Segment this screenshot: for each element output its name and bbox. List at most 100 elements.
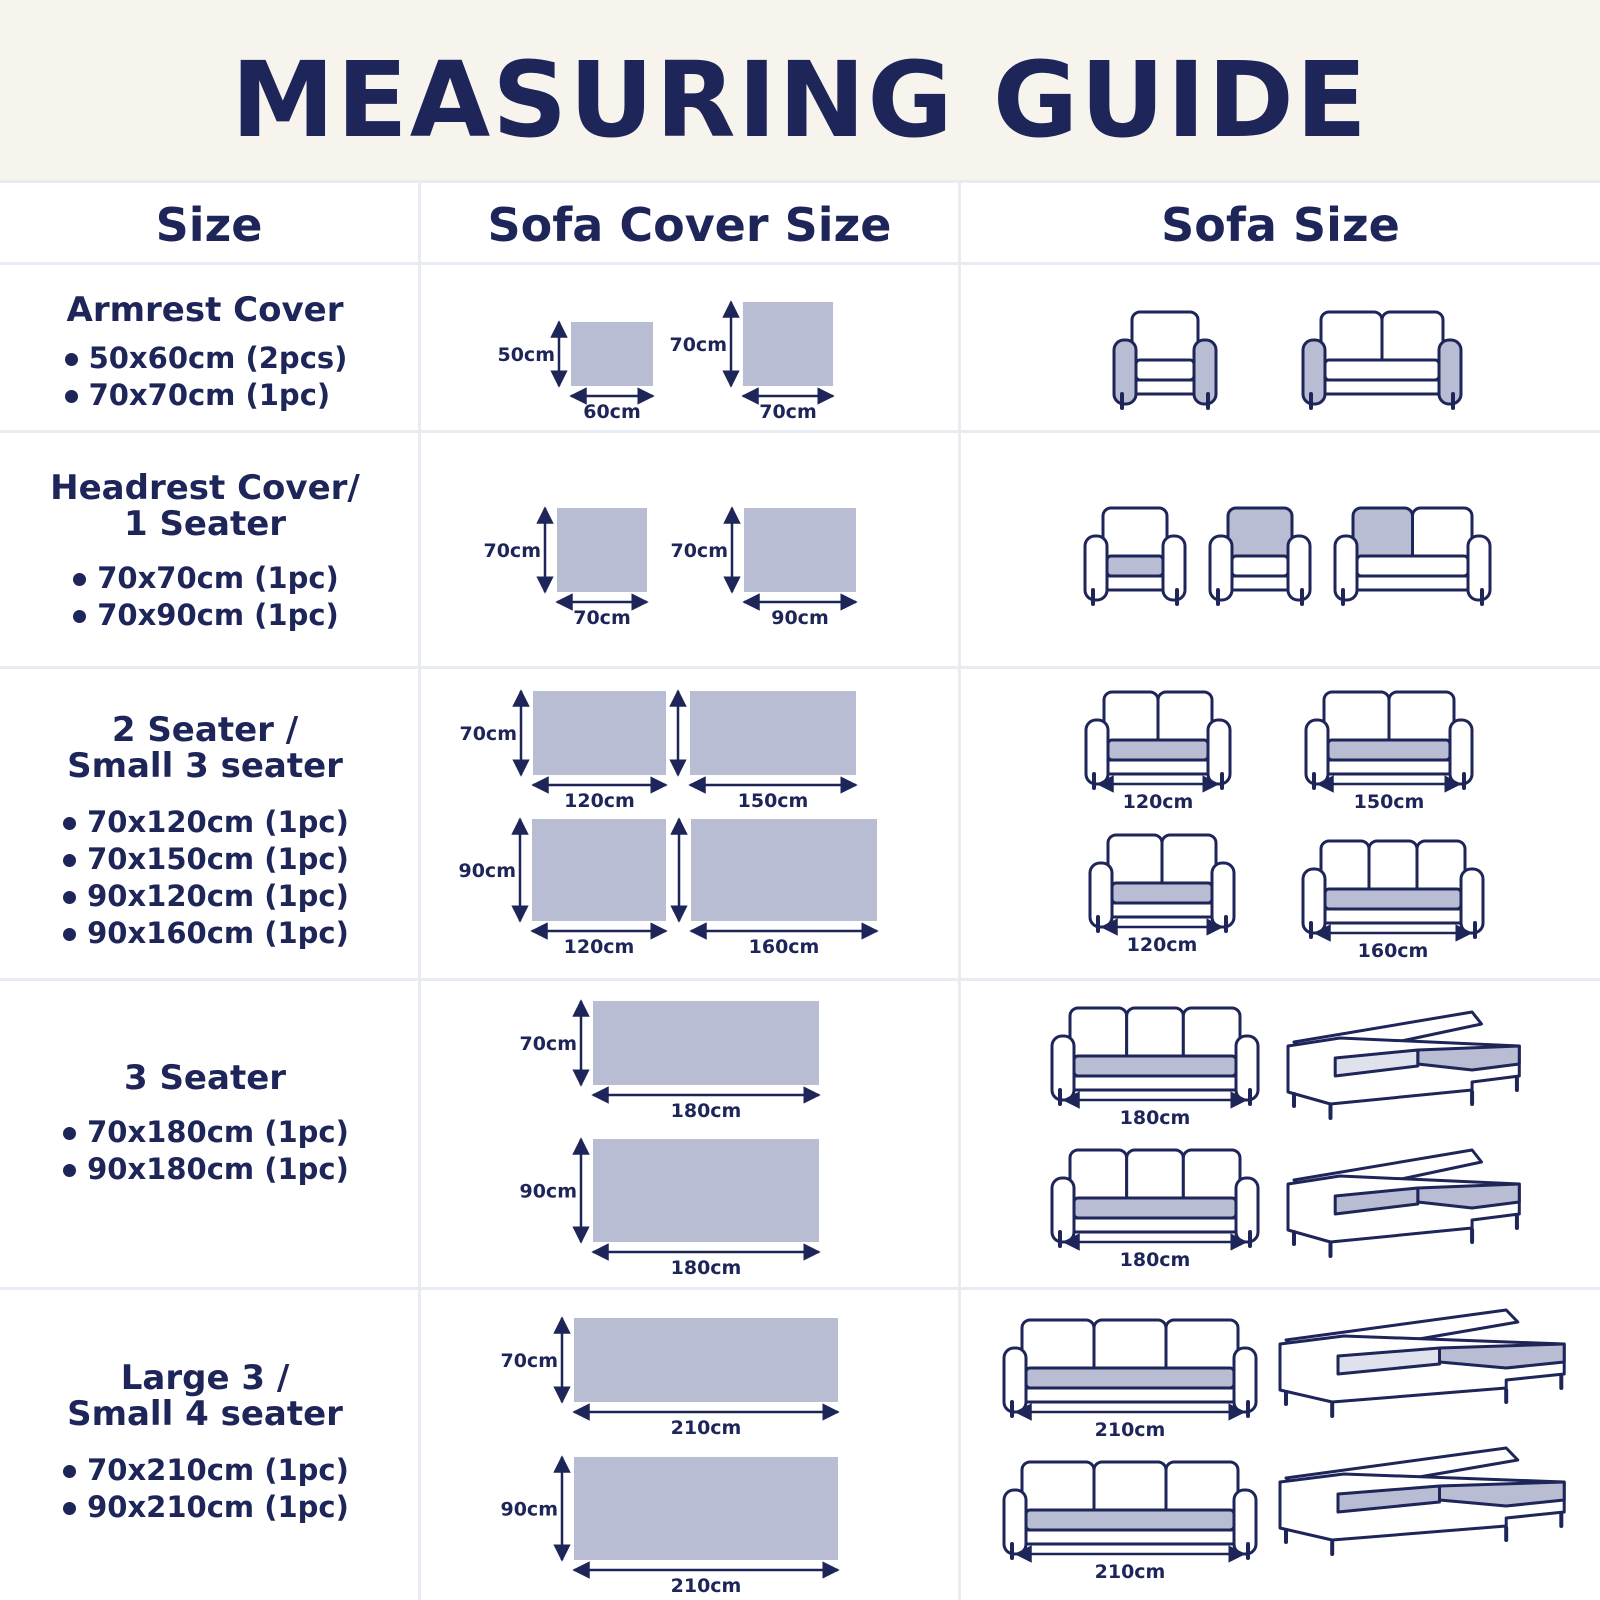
back-cushion: [1367, 839, 1419, 897]
size-item: 70x70cm (1pc): [63, 377, 348, 414]
chaise-cushion: [1438, 1342, 1566, 1370]
sofa-base: [1323, 907, 1463, 925]
sofa-arm: [1084, 718, 1110, 786]
sofa-base: [1230, 574, 1290, 592]
dimension-label: 120cm: [1127, 934, 1198, 956]
dimension-label: 90cm: [458, 860, 516, 882]
back-cushion: [1092, 1460, 1168, 1518]
size-item: 70x150cm (1pc): [61, 841, 349, 878]
sofa-base: [1072, 1216, 1238, 1234]
size-item: 90x180cm (1pc): [61, 1151, 349, 1188]
seat-cushion: [1024, 1366, 1236, 1390]
row-three-seater: 3 Seater 70x180cm (1pc) 90x180cm (1pc): [0, 1060, 410, 1188]
sofa-arm: [1304, 718, 1330, 786]
grid-line: [0, 1287, 1600, 1290]
grid-line: [0, 262, 1600, 265]
seat-cushion: [1323, 358, 1441, 382]
size-item: 70x70cm (1pc): [71, 560, 339, 597]
sofa-arm: [1448, 718, 1474, 786]
sofa-arm: [1083, 534, 1109, 602]
sofa-arm: [1208, 534, 1234, 602]
dimension-label: 180cm: [671, 1100, 742, 1122]
back-cushion: [1164, 1460, 1240, 1518]
size-item: 90x160cm (1pc): [61, 915, 349, 952]
row-title-line: Headrest Cover/: [50, 468, 360, 508]
sofa-base: [1323, 378, 1441, 396]
back-cushion: [1068, 1006, 1129, 1064]
sofa-arm: [1234, 1176, 1260, 1244]
sofa-arm: [1234, 1034, 1260, 1102]
column-header-sofa-size: Sofa Size: [1161, 198, 1400, 252]
cover-rect: [533, 691, 666, 775]
sofa-icon: 210cm: [1002, 1460, 1258, 1583]
sofa-icon: [1301, 310, 1463, 410]
sofa-arm: [1088, 861, 1114, 929]
dimension-label: 70cm: [670, 540, 728, 562]
seat-cushion: [1326, 738, 1452, 762]
back-cushion: [1092, 1318, 1168, 1376]
dimension-label: 90cm: [771, 607, 829, 629]
seat-cushion: [1024, 1508, 1236, 1532]
sofa-arm: [1050, 1176, 1076, 1244]
back-cushion: [1102, 690, 1160, 748]
sofa-arm: [1286, 534, 1312, 602]
back-cushion: [1020, 1318, 1096, 1376]
grid-line: [0, 430, 1600, 433]
dimension-label: 150cm: [738, 790, 809, 812]
sectional-sofa-icon: [1286, 1010, 1521, 1120]
dimension-label: 210cm: [671, 1575, 742, 1597]
row-title: 2 Seater / Small 3 seater: [0, 712, 410, 784]
sofa-icon: 150cm: [1304, 690, 1474, 813]
sofa-arm: [1002, 1346, 1028, 1414]
sofa-arm: [1301, 867, 1327, 935]
back-cushion: [1322, 690, 1391, 748]
size-list: 70x120cm (1pc) 70x150cm (1pc) 90x120cm (…: [61, 804, 349, 952]
column-header-size: Size: [155, 198, 263, 252]
sofa-arm: [1232, 1488, 1258, 1556]
back-cushion: [1160, 833, 1218, 891]
seat-cushion: [1333, 1048, 1420, 1078]
cover-rect: [593, 1139, 819, 1242]
row-title-line: Small 3 seater: [67, 746, 343, 786]
size-item: 70x210cm (1pc): [61, 1452, 349, 1489]
size-item: 70x180cm (1pc): [61, 1114, 349, 1151]
seat-cushion: [1105, 554, 1165, 578]
seat-cushion: [1336, 1484, 1441, 1514]
grid-line: [0, 978, 1600, 981]
seat-cushion: [1333, 1186, 1420, 1216]
dimension-label: 70cm: [459, 723, 517, 745]
dimension-label: 160cm: [1358, 940, 1429, 962]
header-band: MEASURING GUIDE: [0, 0, 1600, 180]
sofa-arm: [1333, 534, 1359, 602]
row-large-three-seater: Large 3 / Small 4 seater 70x210cm (1pc) …: [0, 1360, 410, 1526]
seat-cushion: [1110, 881, 1214, 905]
back-cushion: [1068, 1148, 1129, 1206]
sofa-icon: [1208, 506, 1312, 606]
size-item: 70x120cm (1pc): [61, 804, 349, 841]
dimension-label: 90cm: [519, 1181, 577, 1203]
back-cushion: [1106, 833, 1164, 891]
chaise-cushion: [1416, 1182, 1521, 1210]
seat-cushion: [1323, 887, 1463, 911]
sofa-icon: 120cm: [1088, 833, 1236, 956]
sofa-icon: [1083, 506, 1187, 606]
sofa-arm: [1232, 1346, 1258, 1414]
seat-cushion: [1355, 554, 1470, 578]
back-cushion: [1101, 506, 1169, 564]
sofa-base: [1326, 758, 1452, 776]
back-cushion: [1156, 690, 1214, 748]
back-cushion: [1319, 839, 1371, 897]
sofa-base: [1072, 1074, 1238, 1092]
row-title: Armrest Cover: [0, 292, 410, 328]
dimension-label: 150cm: [1354, 791, 1425, 813]
back-cushion: [1164, 1318, 1240, 1376]
chaise-cushion: [1416, 1044, 1521, 1072]
grid-line: [418, 180, 421, 1600]
row-title: Large 3 / Small 4 seater: [0, 1360, 410, 1432]
dimension-label: 60cm: [583, 401, 641, 423]
sofa-icon: 180cm: [1050, 1006, 1260, 1129]
size-list: 70x180cm (1pc) 90x180cm (1pc): [61, 1114, 349, 1188]
row-title-line: 3 Seater: [123, 1058, 287, 1098]
sofa-icon: 180cm: [1050, 1148, 1260, 1271]
